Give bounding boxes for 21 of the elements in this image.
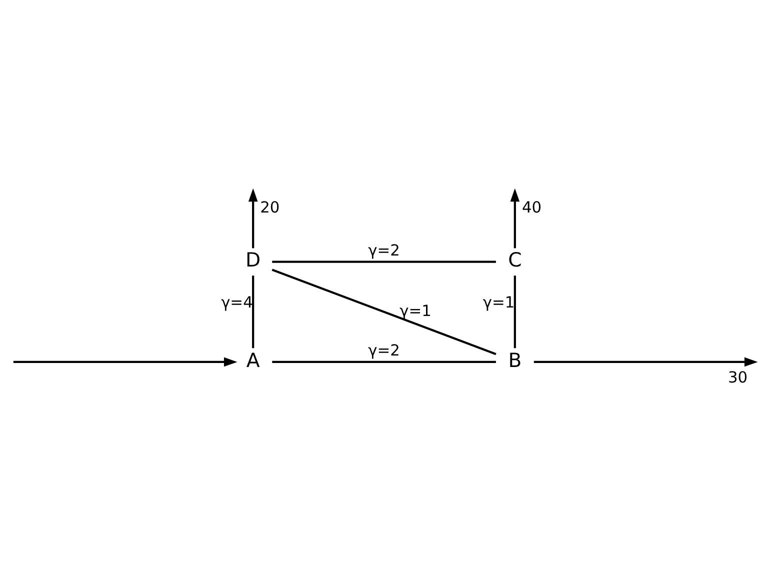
edge-label: γ=4	[221, 292, 253, 311]
node-text: A	[246, 348, 260, 372]
edge-label: γ=1	[400, 301, 432, 320]
arrow	[510, 188, 520, 248]
connector	[272, 268, 496, 355]
connector	[514, 275, 516, 348]
arrow	[534, 356, 758, 366]
edge-label: 40	[522, 198, 542, 216]
node-text: D	[246, 248, 261, 272]
arrow	[13, 356, 238, 366]
edge-label: γ=1	[482, 292, 515, 311]
connector	[252, 275, 254, 348]
node-text: C	[508, 248, 522, 272]
edge-label: 30	[728, 368, 748, 386]
edge-label: 20	[260, 198, 280, 216]
connector	[272, 360, 496, 363]
node-text: B	[508, 348, 522, 372]
edge-label: γ=2	[368, 240, 400, 259]
arrow	[248, 188, 258, 248]
edge-label: γ=2	[368, 340, 400, 359]
connector	[272, 260, 496, 262]
